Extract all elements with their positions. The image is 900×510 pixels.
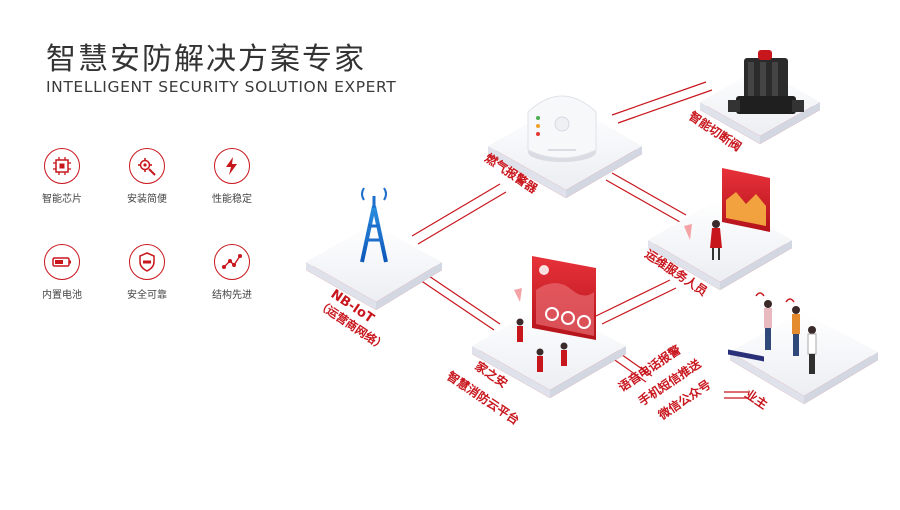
chip-icon <box>44 148 80 184</box>
shutoff-valve-icon <box>728 50 804 114</box>
feature-safe-reliable: 安全可靠 <box>107 244 187 301</box>
feature-advanced-structure: 结构先进 <box>192 244 272 301</box>
platform-cloud <box>472 304 626 398</box>
feature-label: 安装简便 <box>127 194 167 205</box>
owner-label: 业主 <box>742 386 770 412</box>
feature-label: 性能稳定 <box>212 194 252 205</box>
feature-label: 安全可靠 <box>127 290 167 301</box>
page-title: 智慧安防解决方案专家 <box>46 42 366 77</box>
connector-lines <box>411 81 748 399</box>
feature-label: 内置电池 <box>42 290 82 301</box>
feature-built-in-battery: 内置电池 <box>22 244 102 301</box>
signal-tower-icon <box>360 187 388 263</box>
lightning-icon <box>214 148 250 184</box>
page-subtitle: INTELLIGENT SECURITY SOLUTION EXPERT <box>46 78 397 96</box>
cloud-platform-screen-icon <box>514 256 596 372</box>
owners-group-icon <box>755 292 817 374</box>
feature-label: 结构先进 <box>212 290 252 301</box>
structure-nodes-icon <box>214 244 250 280</box>
feature-stable-performance: 性能稳定 <box>192 148 272 205</box>
gas-detector-icon <box>527 95 597 162</box>
gear-wrench-icon <box>129 148 165 184</box>
feature-smart-chip: 智能芯片 <box>22 148 102 205</box>
feature-label: 智能芯片 <box>42 194 82 205</box>
battery-icon <box>44 244 80 280</box>
platform-nb-iot <box>306 224 442 310</box>
feature-easy-install: 安装简便 <box>107 148 187 205</box>
ops-staff-screen-icon <box>684 168 770 362</box>
shield-icon <box>129 244 165 280</box>
